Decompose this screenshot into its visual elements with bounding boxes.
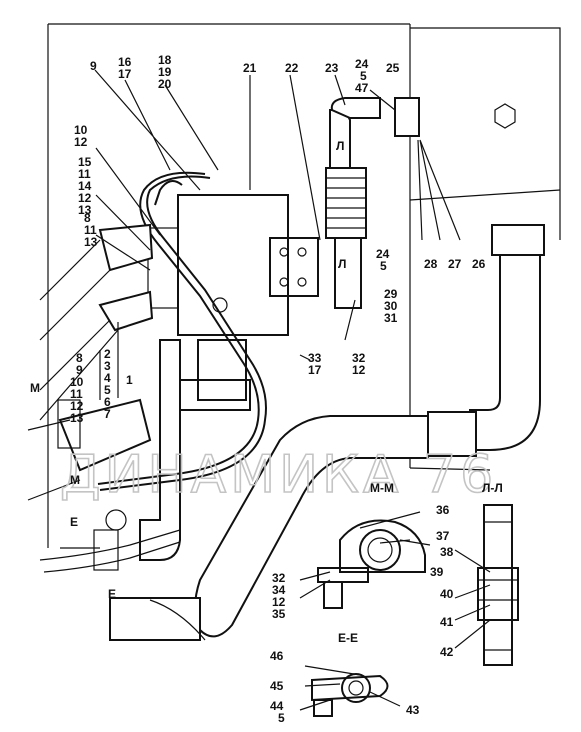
cut-mark-l-bottom: Л	[338, 257, 346, 271]
section-title-ll: Л-Л	[482, 481, 503, 495]
callout-15: 15	[78, 155, 92, 169]
callout-27: 27	[448, 257, 462, 271]
callout-14: 14	[78, 179, 92, 193]
callout-2: 2	[104, 347, 111, 361]
callout-19: 19	[158, 65, 172, 79]
callout-1: 1	[126, 373, 133, 387]
section-ee	[311, 673, 389, 717]
callout-3: 3	[104, 359, 111, 373]
callout-13b: 13	[84, 235, 98, 249]
callout-40: 40	[440, 587, 454, 601]
callout-12e: 12	[272, 595, 286, 609]
callout-16: 16	[118, 55, 132, 69]
callout-5b: 5	[380, 259, 387, 273]
callout-32b: 32	[272, 571, 286, 585]
callout-32a: 32	[352, 351, 366, 365]
cut-mark-e-bottom: Е	[108, 587, 116, 601]
hoses	[39, 97, 420, 491]
callout-17: 17	[118, 67, 132, 81]
clamps	[57, 297, 228, 571]
callout-17b: 17	[308, 363, 322, 377]
callout-39: 39	[430, 565, 444, 579]
pipes	[39, 224, 545, 641]
callout-36: 36	[436, 503, 450, 517]
cut-mark-l-top: Л	[336, 139, 344, 153]
callout-31: 31	[384, 311, 398, 325]
callout-45: 45	[270, 679, 284, 693]
callout-33: 33	[308, 351, 322, 365]
callout-9b: 9	[76, 363, 83, 377]
callout-25: 25	[386, 61, 400, 75]
callout-12c: 12	[70, 399, 84, 413]
callout-29: 29	[384, 287, 398, 301]
callout-11a: 11	[78, 167, 91, 181]
callout-42: 42	[440, 645, 454, 659]
callout-47: 47	[355, 81, 369, 95]
callout-44: 44	[270, 699, 284, 713]
callout-18: 18	[158, 53, 172, 67]
callout-30: 30	[384, 299, 398, 313]
section-title-ee: Е-Е	[338, 631, 358, 645]
callout-5a: 5	[360, 69, 367, 83]
callout-28: 28	[424, 257, 438, 271]
section-title-mm: М-М	[370, 481, 394, 495]
frame-panel	[47, 23, 561, 549]
callout-20: 20	[158, 77, 172, 91]
callout-46: 46	[270, 649, 284, 663]
callout-23: 23	[325, 61, 339, 75]
callout-24a: 24	[355, 57, 369, 71]
callout-26: 26	[472, 257, 486, 271]
callout-6: 6	[104, 395, 111, 409]
callout-11b: 11	[84, 223, 97, 237]
callout-12b: 12	[78, 191, 92, 205]
callout-10: 10	[74, 123, 88, 137]
callout-10b: 10	[70, 375, 84, 389]
cut-mark-m-bottom: М	[70, 473, 80, 487]
section-ll	[477, 504, 519, 666]
callout-7: 7	[104, 407, 111, 421]
callout-4: 4	[104, 371, 111, 385]
callout-13a: 13	[78, 203, 92, 217]
callout-9: 9	[90, 59, 97, 73]
callout-38: 38	[440, 545, 454, 559]
callout-41: 41	[440, 615, 454, 629]
callout-43: 43	[406, 703, 420, 717]
callout-21: 21	[243, 61, 257, 75]
callout-8b: 8	[76, 351, 83, 365]
callout-5d: 5	[278, 711, 285, 725]
callout-11c: 11	[70, 387, 83, 401]
callout-12a: 12	[74, 135, 88, 149]
callout-8a: 8	[84, 211, 91, 225]
callout-24b: 24	[376, 247, 390, 261]
callout-12d: 12	[352, 363, 366, 377]
callout-22: 22	[285, 61, 299, 75]
watermark-text: ДИНАМИКА 76	[60, 445, 497, 505]
cut-mark-m-top: М	[30, 381, 40, 395]
cut-mark-e-top: Е	[70, 515, 78, 529]
section-mm	[317, 519, 431, 609]
callout-13c: 13	[70, 411, 84, 425]
leader-lines	[27, 69, 491, 711]
callout-34: 34	[272, 583, 286, 597]
callout-35: 35	[272, 607, 286, 621]
callout-5c: 5	[104, 383, 111, 397]
callout-37: 37	[436, 529, 450, 543]
